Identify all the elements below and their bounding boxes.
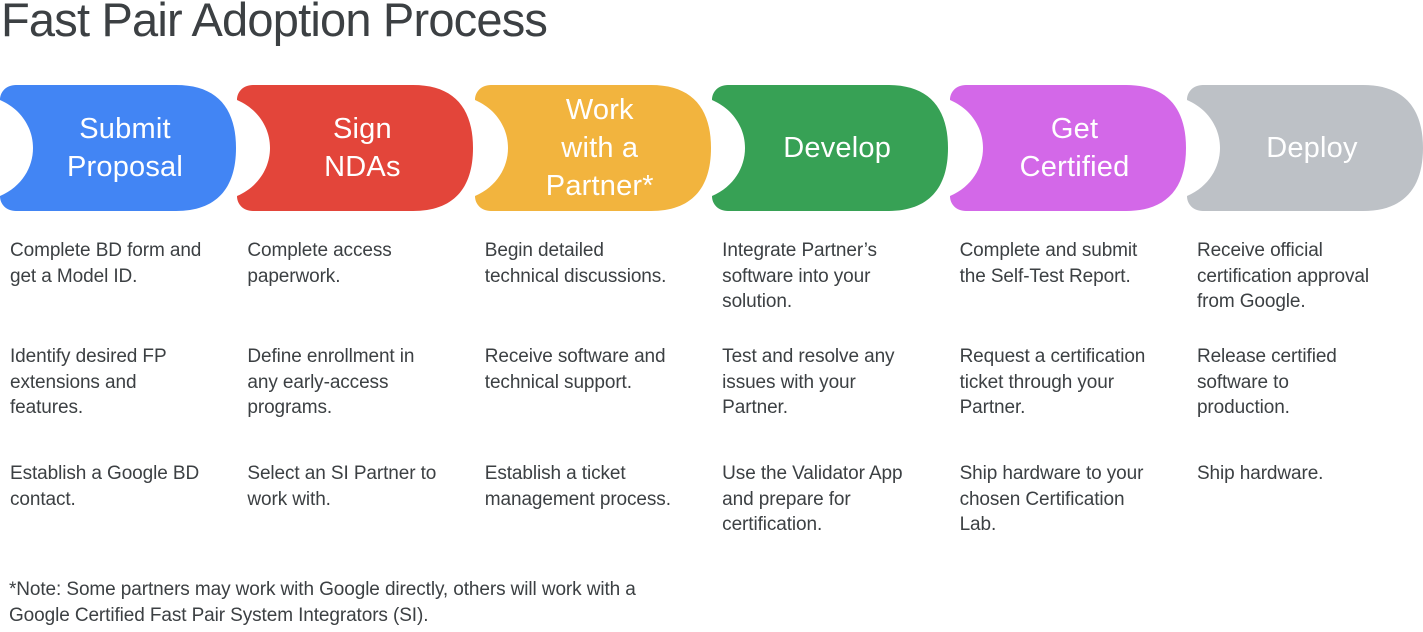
- interlocking-arrow-shape: [712, 85, 949, 211]
- step-detail: Establish a ticket management process.: [484, 463, 671, 510]
- step-detail: Integrate Partner’s software into your s…: [722, 240, 877, 312]
- step-detail: Request a certification ticket through y…: [959, 346, 1146, 418]
- step-detail: Identify desired FP extensions and featu…: [10, 346, 167, 418]
- step-label: Develop: [783, 132, 892, 164]
- step-shape-svg: [0, 85, 236, 211]
- footnote: *Note: Some partners may work with Googl…: [9, 579, 636, 626]
- step-detail: Complete and submit the Self-Test Report…: [959, 240, 1138, 287]
- step-deploy: Deploy: [1186, 85, 1423, 211]
- step-detail: Define enrollment in any early-access pr…: [247, 346, 415, 418]
- interlocking-arrow-shape: [474, 85, 711, 211]
- process-steps-row: Submit Proposal Sign NDAs Work with a Pa…: [0, 85, 1423, 211]
- step-detail: Complete access paperwork.: [247, 240, 392, 287]
- step-label: Submit Proposal: [66, 113, 184, 183]
- interlocking-arrow-shape: [949, 85, 1186, 211]
- step-shape-svg: [949, 85, 1186, 211]
- details-row-2: Identify desired FP extensions and featu…: [0, 344, 1423, 421]
- step-detail: Establish a Google BD contact.: [10, 463, 200, 510]
- details-row-1: Complete BD form and get a Model ID. Com…: [0, 238, 1423, 315]
- step-label: Work with a Partner*: [545, 94, 654, 202]
- step-detail: Select an SI Partner to work with.: [247, 463, 437, 510]
- step-shape-svg: [237, 85, 474, 211]
- step-shape-svg: [474, 85, 711, 211]
- interlocking-arrow-shape: [237, 85, 474, 211]
- step-develop: Develop: [712, 85, 949, 211]
- step-detail: Ship hardware to your chosen Certificati…: [959, 463, 1144, 535]
- interlocking-arrow-shape: [0, 85, 236, 211]
- step-detail: Test and resolve any issues with your Pa…: [722, 346, 895, 418]
- step-detail: Begin detailed technical discussions.: [484, 240, 667, 287]
- step-label: Deploy: [1266, 132, 1358, 164]
- details-row-3: Establish a Google BD contact. Select an…: [0, 461, 1423, 538]
- page-title: Fast Pair Adoption Process: [1, 0, 548, 46]
- step-detail: Use the Validator App and prepare for ce…: [722, 463, 903, 535]
- step-shape-svg: [1186, 85, 1423, 211]
- step-detail: Receive official certification approval …: [1196, 240, 1370, 312]
- step-work-with-partner: Work with a Partner*: [474, 85, 711, 211]
- step-detail: Ship hardware.: [1196, 463, 1324, 484]
- step-detail: Receive software and technical support.: [484, 346, 666, 393]
- step-label: Get Certified: [1019, 113, 1130, 183]
- step-detail: Complete BD form and get a Model ID.: [10, 240, 202, 287]
- step-shape-svg: [712, 85, 949, 211]
- step-get-certified: Get Certified: [949, 85, 1186, 211]
- step-label: Sign NDAs: [324, 113, 401, 183]
- interlocking-arrow-shape: [1186, 85, 1423, 211]
- step-sign-ndas: Sign NDAs: [237, 85, 474, 211]
- step-detail: Release certified software to production…: [1196, 346, 1337, 418]
- step-submit-proposal: Submit Proposal: [0, 85, 236, 211]
